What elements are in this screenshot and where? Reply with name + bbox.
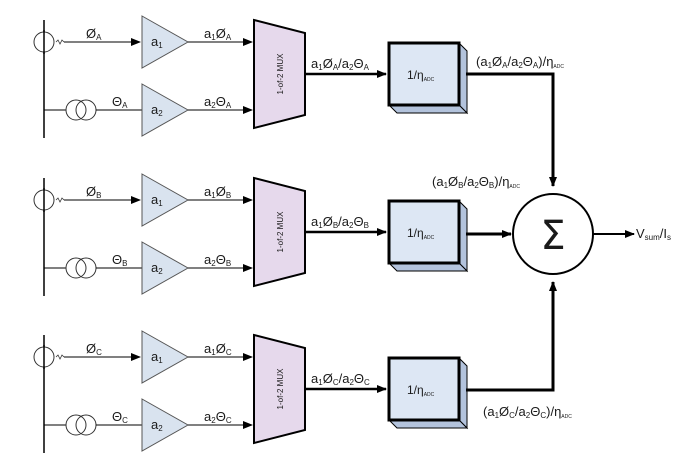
amplifier-a1-triangle-icon: [141, 173, 190, 227]
amplifier-a2-triangle-icon: [141, 398, 190, 452]
theta-input-label: ΘA: [112, 94, 128, 110]
adc-a-to-sum-line: [466, 72, 557, 187]
current-transformer-icon: [65, 414, 87, 436]
amplifier-a2-triangle-icon: [141, 241, 190, 295]
amplifier-a1-triangle-icon: [141, 15, 190, 69]
mux-block: [253, 333, 306, 445]
amplifier-a2-triangle-icon: [141, 83, 190, 137]
wire-squiggle-icon: [55, 197, 65, 203]
adc-c-to-sum-line: [466, 281, 557, 392]
phi-input-label: ØA: [86, 26, 102, 42]
summing-junction: Σ: [512, 193, 594, 275]
amp1-output-label: a1ØB: [204, 184, 231, 200]
amp1-output-label: a1ØA: [204, 26, 232, 42]
amplifier-a1-label: a1: [151, 192, 163, 208]
mux-label: 1-of-2 MUX: [276, 368, 285, 410]
wire-squiggle-icon: [55, 354, 65, 360]
amplifier-a1-label: a1: [151, 349, 163, 365]
channel-a: ØA ΘA a1 a2 a1ØA a2ΘA 1-of-2 MUX a1ØA/a2ΘA 1/ηAD…: [33, 15, 469, 138]
amplifier-a1-triangle-icon: [141, 330, 190, 384]
current-transformer-icon: [65, 99, 87, 121]
amplifier-a2-label: a2: [151, 260, 163, 276]
amplifier-a2-label: a2: [151, 417, 163, 433]
theta-input-label: ΘB: [112, 252, 127, 268]
mux-block: [253, 18, 306, 130]
mux-output-label: a1ØC/a2ΘC: [311, 371, 370, 387]
phi-input-label: ØC: [86, 341, 102, 357]
amp2-output-label: a2ΘB: [204, 252, 231, 268]
adc-output-label-a: (a1ØA/a2ΘA)/ηADC: [476, 54, 564, 70]
adc-label: 1/ηADC: [407, 68, 435, 83]
adc-label: 1/ηADC: [407, 383, 435, 398]
amp2-output-label: a2ΘA: [204, 94, 232, 110]
output-label: Vsum/Is: [636, 226, 671, 242]
mux-label: 1-of-2 MUX: [276, 211, 285, 253]
amp2-output-label: a2ΘC: [204, 409, 232, 425]
adc-output-label-c: (a1ØC/a2ΘC)/ηADC: [483, 404, 572, 420]
adc-block: [387, 356, 461, 422]
channel-c: ØC ΘC a1 a2 a1ØC a2ΘC 1-of-2 MUX a1ØC/a2ΘC 1/ηAD…: [33, 330, 469, 453]
adc-label: 1/ηADC: [407, 226, 435, 241]
phi-input-label: ØB: [86, 184, 101, 200]
amplifier-a1-label: a1: [151, 34, 163, 50]
mux-output-label: a1ØA/a2ΘA: [311, 56, 370, 72]
mux-block: [253, 176, 306, 288]
adc-output-label-b: (a1ØB/a2ΘB)/ηADC: [432, 174, 520, 190]
wire-squiggle-icon: [55, 39, 65, 45]
amp1-output-label: a1ØC: [204, 341, 232, 357]
mux-label: 1-of-2 MUX: [276, 53, 285, 95]
adc-block: [387, 199, 461, 265]
theta-input-label: ΘC: [112, 409, 128, 425]
adc-block: [387, 41, 461, 107]
mux-output-label: a1ØB/a2ΘB: [311, 214, 369, 230]
channel-b: ØB ΘB a1 a2 a1ØB a2ΘB 1-of-2 MUX a1ØB/a2ΘB 1/ηAD…: [33, 173, 469, 296]
current-transformer-icon: [65, 257, 87, 279]
sigma-symbol: Σ: [540, 213, 565, 259]
amplifier-a2-label: a2: [151, 102, 163, 118]
